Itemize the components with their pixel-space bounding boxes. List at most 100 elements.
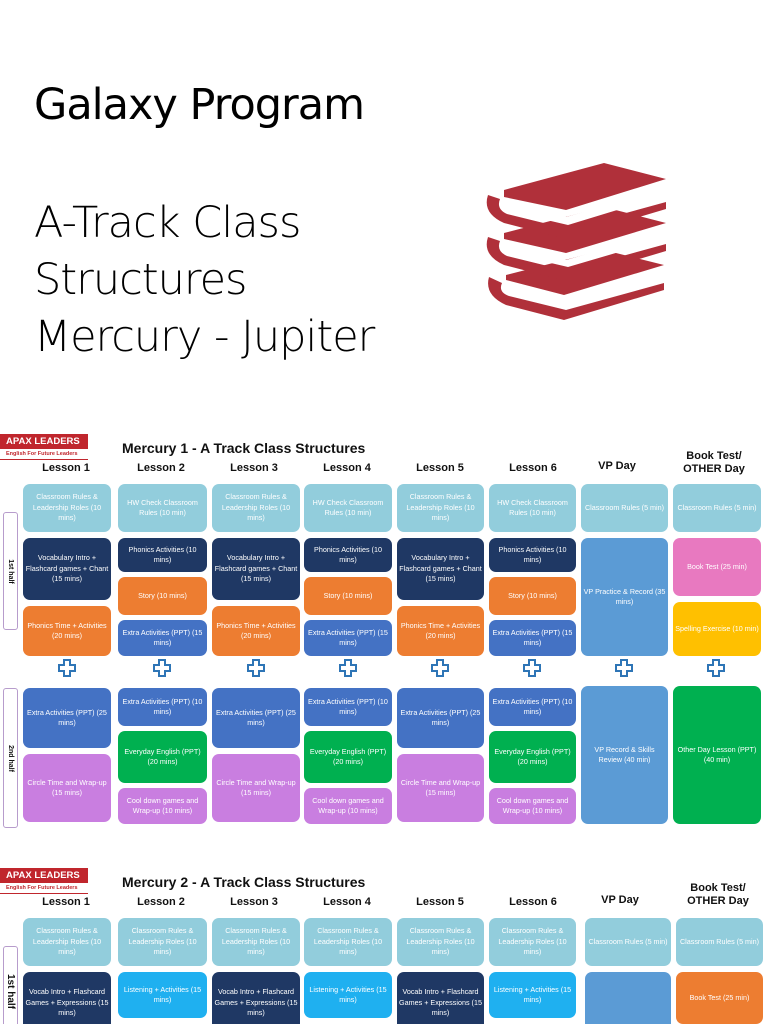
l3-extra-activities: Extra Activities (PPT) (25 mins) — [212, 688, 300, 748]
col-header-lesson-4: Lesson 4 — [323, 462, 371, 474]
l5-circle-time: Circle Time and Wrap-up (15 mins) — [397, 754, 484, 822]
books-stack-icon — [486, 163, 666, 320]
slide-title: Mercury 2 - A Track Class Structures — [122, 874, 366, 890]
l5-vocabulary-intro: Vocabulary Intro + Flashcard games + Cha… — [397, 538, 484, 600]
subtitle-line-1: A-Track Class — [34, 198, 301, 248]
l6-cool-down: Cool down games and Wrap-up (10 mins) — [489, 788, 576, 824]
l4-hw-check: HW Check Classroom Rules (10 min) — [304, 484, 392, 532]
bt-classroom-rules: Classroom Rules (5 min) — [673, 484, 761, 532]
l1-phonics-time: Phonics Time + Activities (20 mins) — [23, 606, 111, 656]
mercury-1-slide: APAX LEADERS English For Future Leaders … — [0, 428, 768, 838]
first-half-label: 1st half — [3, 512, 18, 630]
l6-story: Story (10 mins) — [489, 577, 576, 615]
plus-icon — [58, 659, 76, 677]
l4-phonics-activities: Phonics Activities (10 mins) — [304, 538, 392, 572]
l1-circle-time: Circle Time and Wrap-up (15 mins) — [23, 754, 111, 822]
col-header-book-test: Book Test/ OTHER Day — [683, 450, 745, 475]
brand-tagline: English For Future Leaders — [0, 883, 88, 894]
l5-extra-activities: Extra Activities (PPT) (25 mins) — [397, 688, 484, 748]
subtitle-line-3: Mercury - Jupiter — [34, 312, 375, 362]
l3-vocab-intro: Vocab Intro + Flashcard Games + Expressi… — [212, 972, 300, 1024]
l1-vocabulary-intro: Vocabulary Intro + Flashcard games + Cha… — [23, 538, 111, 600]
l2-story: Story (10 mins) — [118, 577, 207, 615]
l6-hw-check: HW Check Classroom Rules (10 min) — [489, 484, 576, 532]
l2-hw-check: HW Check Classroom Rules (10 min) — [118, 484, 207, 532]
l3-vocabulary-intro: Vocabulary Intro + Flashcard games + Cha… — [212, 538, 300, 600]
plus-icon — [339, 659, 357, 677]
program-subtitle: A-Track Class Structures Mercury - Jupit… — [34, 195, 375, 366]
l4-extra-activities-1: Extra Activities (PPT) (15 mins) — [304, 620, 392, 656]
plus-icon — [615, 659, 633, 677]
l4-story: Story (10 mins) — [304, 577, 392, 615]
l1-classroom-rules: Classroom Rules & Leadership Roles (10 m… — [23, 918, 111, 966]
l4-everyday-english: Everyday English (PPT) (20 mins) — [304, 731, 392, 783]
l6-listening: Listening + Activities (15 mins) — [489, 972, 576, 1018]
l6-extra-activities-1: Extra Activities (PPT) (15 mins) — [489, 620, 576, 656]
apax-logo: APAX LEADERS English For Future Leaders — [0, 868, 88, 896]
col-header-vp-day: VP Day — [598, 460, 636, 472]
l2-cool-down: Cool down games and Wrap-up (10 mins) — [118, 788, 207, 824]
plus-icon — [247, 659, 265, 677]
l6-everyday-english: Everyday English (PPT) (20 mins) — [489, 731, 576, 783]
vp-classroom-rules: Classroom Rules (5 min) — [581, 484, 668, 532]
col-header-lesson-1: Lesson 1 — [42, 896, 90, 908]
title-slide: Galaxy Program A-Track Class Structures … — [0, 0, 768, 425]
l1-classroom-rules: Classroom Rules & Leadership Roles (10 m… — [23, 484, 111, 532]
apax-logo: APAX LEADERS English For Future Leaders — [0, 434, 88, 462]
l4-cool-down: Cool down games and Wrap-up (10 mins) — [304, 788, 392, 824]
brand-name: APAX LEADERS — [0, 434, 88, 449]
col-header-lesson-5: Lesson 5 — [416, 896, 464, 908]
plus-icon — [707, 659, 725, 677]
l1-vocab-intro: Vocab Intro + Flashcard Games + Expressi… — [23, 972, 111, 1024]
l3-circle-time: Circle Time and Wrap-up (15 mins) — [212, 754, 300, 822]
vp-practice-record: VP Practice & Record (35 mins) — [581, 538, 668, 656]
l4-listening: Listening + Activities (15 mins) — [304, 972, 392, 1018]
plus-icon — [431, 659, 449, 677]
bt-spelling-exercise: Spelling Exercise (10 min) — [673, 602, 761, 656]
l4-classroom-rules: Classroom Rules & Leadership Roles (10 m… — [304, 918, 392, 966]
l2-extra-activities-2: Extra Activities (PPT) (10 mins) — [118, 688, 207, 726]
l2-everyday-english: Everyday English (PPT) (20 mins) — [118, 731, 207, 783]
col-header-vp-day: VP Day — [601, 894, 639, 906]
bt-classroom-rules: Classroom Rules (5 min) — [676, 918, 763, 966]
col-header-book-test: Book Test/ OTHER Day — [687, 882, 749, 907]
vp-record-review: VP Record & Skills Review (40 min) — [581, 686, 668, 824]
l5-phonics-time: Phonics Time + Activities (20 mins) — [397, 606, 484, 656]
col-header-lesson-5: Lesson 5 — [416, 462, 464, 474]
vp-practice: VP Practice & — [585, 972, 671, 1024]
program-title: Galaxy Program — [34, 80, 365, 130]
l2-extra-activities-1: Extra Activities (PPT) (15 mins) — [118, 620, 207, 656]
bt-book-test: Book Test (25 min) — [673, 538, 761, 596]
l3-phonics-time: Phonics Time + Activities (20 mins) — [212, 606, 300, 656]
plus-icon — [153, 659, 171, 677]
bt-other-day-lesson: Other Day Lesson (PPT) (40 min) — [673, 686, 761, 824]
l5-vocab-intro: Vocab Intro + Flashcard Games + Expressi… — [397, 972, 484, 1024]
col-header-lesson-2: Lesson 2 — [137, 462, 185, 474]
mercury-2-slide: APAX LEADERS English For Future Leaders … — [0, 862, 768, 1024]
col-header-lesson-6: Lesson 6 — [509, 462, 557, 474]
first-half-label: 1st half — [3, 946, 18, 1024]
l5-classroom-rules: Classroom Rules & Leadership Roles (10 m… — [397, 918, 484, 966]
l5-classroom-rules: Classroom Rules & Leadership Roles (10 m… — [397, 484, 484, 532]
l2-listening: Listening + Activities (15 mins) — [118, 972, 207, 1018]
bt-book-test: Book Test (25 min) — [676, 972, 763, 1024]
l2-phonics-activities: Phonics Activities (10 mins) — [118, 538, 207, 572]
l6-classroom-rules: Classroom Rules & Leadership Roles (10 m… — [489, 918, 576, 966]
col-header-lesson-2: Lesson 2 — [137, 896, 185, 908]
second-half-label: 2nd half — [3, 688, 18, 828]
col-header-lesson-1: Lesson 1 — [42, 462, 90, 474]
subtitle-line-2: Structures — [34, 255, 247, 305]
l1-extra-activities: Extra Activities (PPT) (25 mins) — [23, 688, 111, 748]
l3-classroom-rules: Classroom Rules & Leadership Roles (10 m… — [212, 484, 300, 532]
l3-classroom-rules: Classroom Rules & Leadership Roles (10 m… — [212, 918, 300, 966]
slide-title: Mercury 1 - A Track Class Structures — [122, 440, 366, 456]
col-header-lesson-3: Lesson 3 — [230, 462, 278, 474]
l6-extra-activities-2: Extra Activities (PPT) (10 mins) — [489, 688, 576, 726]
plus-icon — [523, 659, 541, 677]
col-header-lesson-3: Lesson 3 — [230, 896, 278, 908]
col-header-lesson-6: Lesson 6 — [509, 896, 557, 908]
l4-extra-activities-2: Extra Activities (PPT) (10 mins) — [304, 688, 392, 726]
col-header-lesson-4: Lesson 4 — [323, 896, 371, 908]
brand-tagline: English For Future Leaders — [0, 449, 88, 460]
vp-classroom-rules: Classroom Rules (5 min) — [585, 918, 671, 966]
